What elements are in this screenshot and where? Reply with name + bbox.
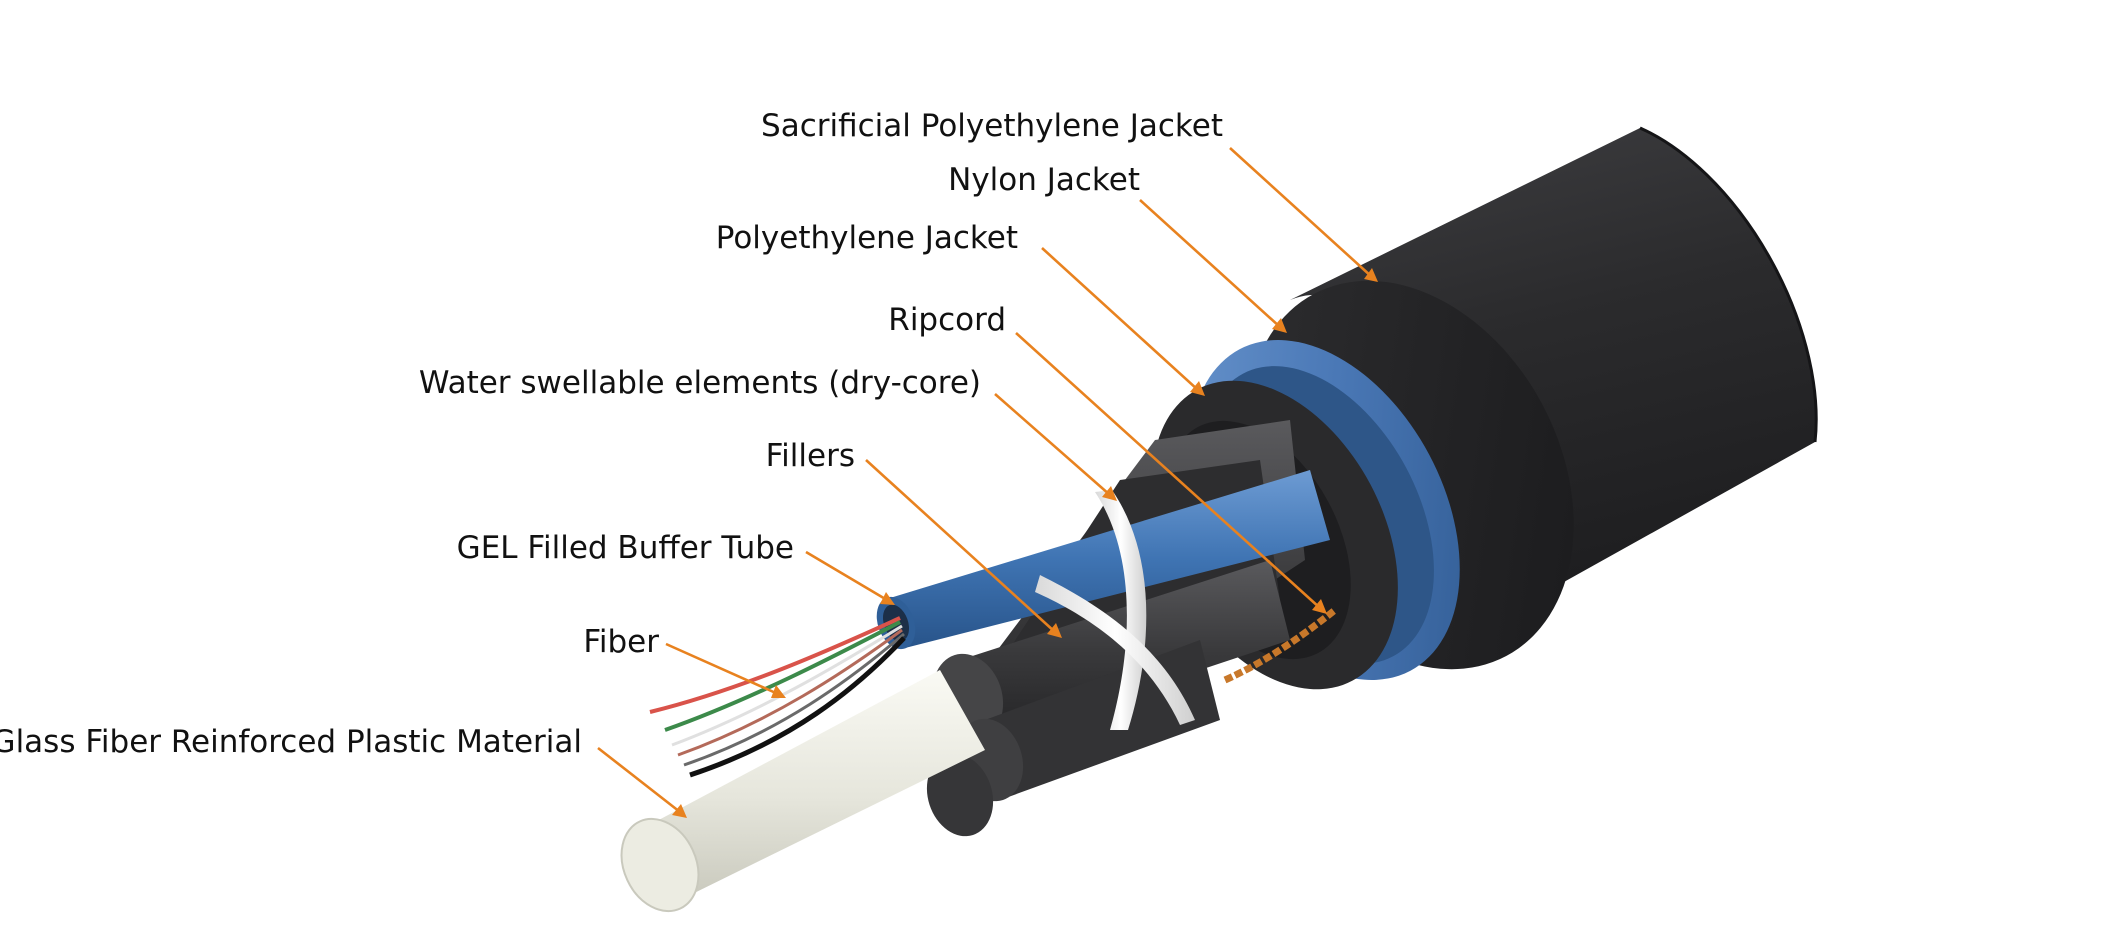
central-strength-member-shape [620,670,985,913]
cable-core-bundle [620,420,1338,913]
label-ripcord: Ripcord [888,302,1006,338]
label-sacrificial-jacket: Sacrificial Polyethylene Jacket [761,108,1223,144]
label-polyethylene-jacket: Polyethylene Jacket [716,220,1018,256]
callout-labels: Sacrificial Polyethylene Jacket Nylon Ja… [0,108,1223,760]
ripcord-shape [1223,607,1338,684]
label-fiber: Fiber [583,624,659,660]
fiber-strands-shape [649,616,906,778]
water-swellable-tape-shape [1035,490,1195,730]
label-water-swellable: Water swellable elements (dry-core) [419,365,981,401]
label-nylon-jacket: Nylon Jacket [948,162,1140,198]
label-glass-fiber-rod: Glass Fiber Reinforced Plastic Material [0,724,582,760]
label-fillers: Fillers [766,438,855,474]
label-gel-buffer-tube: GEL Filled Buffer Tube [457,530,794,566]
leader-lines [597,147,1378,818]
